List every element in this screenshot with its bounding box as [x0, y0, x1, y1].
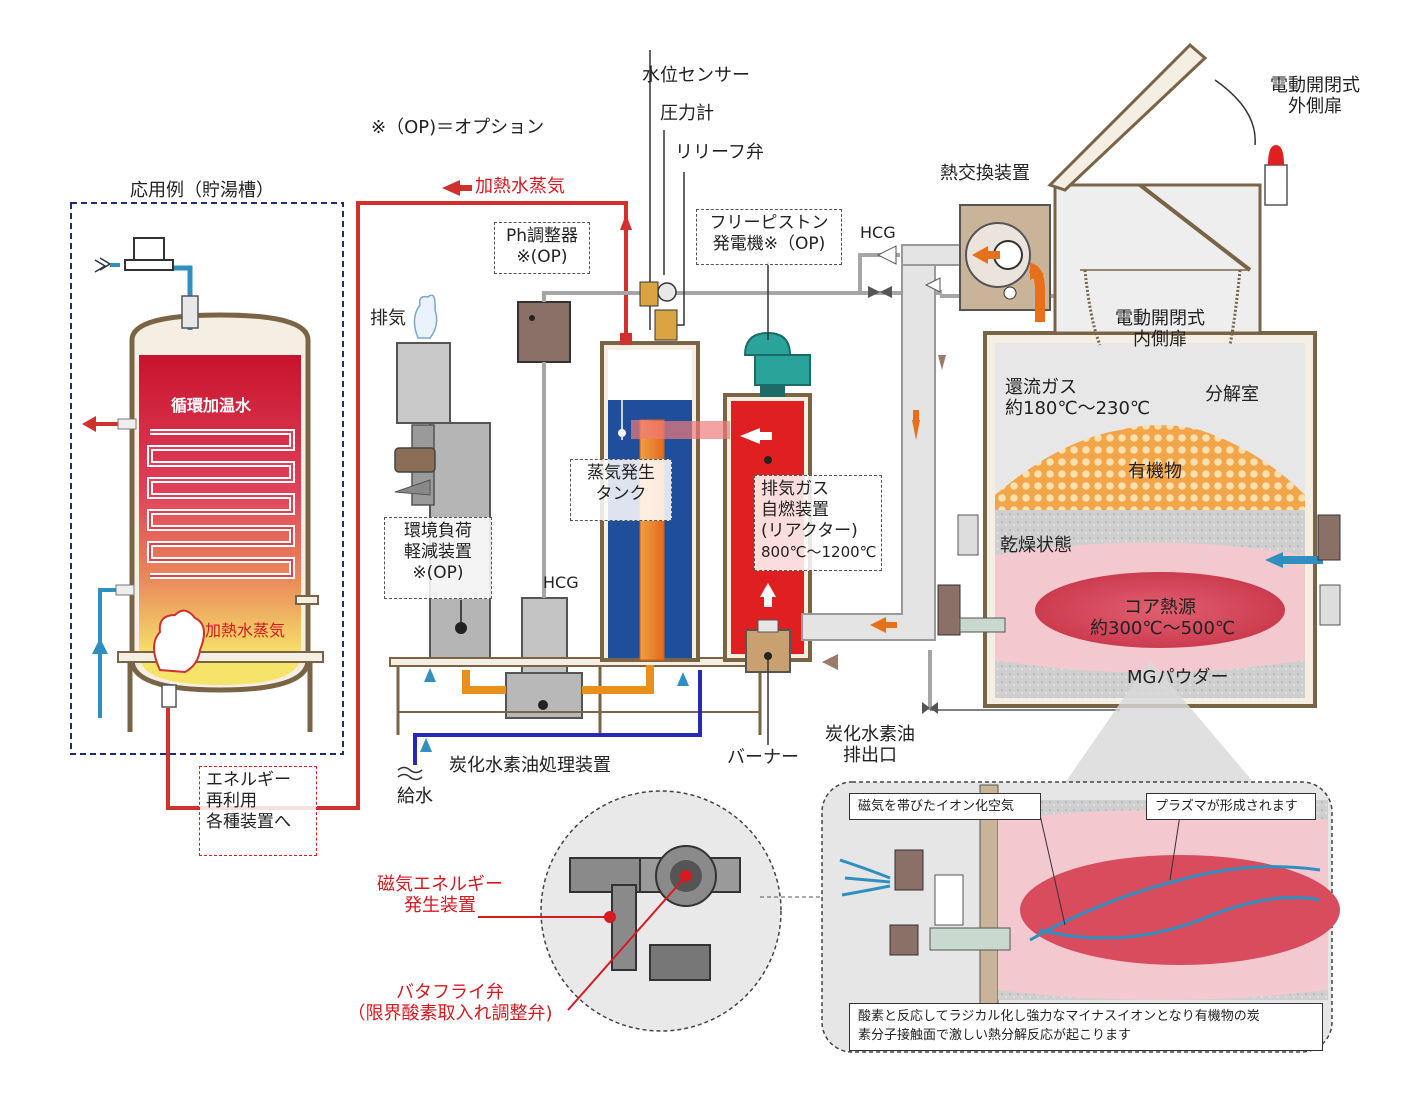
- outer-door-label: 電動開閉式 外側扉: [1250, 75, 1380, 117]
- reactor-line1: 排気ガス: [761, 479, 829, 499]
- water-supply-label: 給水: [397, 786, 433, 807]
- steam-cloud: [153, 609, 205, 674]
- reaction-line1: 酸素と反応してラジカル化し強力なマイナスイオンとなり有機物の炭: [858, 1009, 1260, 1024]
- reactor-line3: (リアクター): [761, 521, 858, 541]
- water-level-sensor-label: 水位センサー: [642, 65, 750, 86]
- butterfly-valve-line2: （限界酸素取入れ調整弁): [347, 1003, 553, 1024]
- steam-tank-box: 蒸気発生 タンク: [570, 459, 672, 521]
- organic-matter: [995, 425, 1305, 510]
- return-gas-line1: 還流ガス: [1005, 377, 1077, 398]
- oil-processor: [505, 672, 583, 719]
- oil-outlet-line2: 排出口: [843, 745, 897, 766]
- env-device-line2: 軽減装置: [404, 542, 472, 562]
- ionized-air-callout: 磁気を帯びたイオン化空気: [849, 793, 1041, 820]
- free-piston-line2: 発電機※（OP): [712, 234, 826, 254]
- inner-door-line1: 電動開閉式: [1115, 308, 1205, 329]
- reaction-line2: 素分子接触面で激しい熱分解反応が起こります: [858, 1028, 1132, 1043]
- outer-door-line2: 外側扉: [1288, 96, 1342, 117]
- decomposition-chamber-label: 分解室: [1205, 384, 1259, 405]
- reactor-line4: 800℃～1200℃: [761, 543, 877, 561]
- tank-title: 応用例（貯湯槽）: [130, 180, 274, 201]
- hcg-left-label: HCG: [543, 573, 579, 592]
- heat-exchanger-label: 熱交換装置: [940, 163, 1030, 184]
- exhaust-label: 排気: [370, 308, 406, 329]
- oil-processor-label: 炭化水素油処理装置: [449, 755, 611, 776]
- oil-outlet-line1: 炭化水素油: [825, 724, 915, 745]
- circulating-water-label: 循環加温水: [171, 396, 252, 415]
- return-gas-label: 還流ガス 約180℃～230℃: [1005, 377, 1150, 419]
- inner-door-line2: 内側扉: [1133, 329, 1187, 350]
- free-piston-line1: フリーピストン: [709, 213, 829, 233]
- inner-door-label: 電動開閉式 内側扉: [1100, 308, 1220, 350]
- tank-contents: [139, 355, 301, 655]
- core-heat-line1: コア熱源: [1124, 597, 1196, 618]
- return-gas-line2: 約180℃～230℃: [1005, 398, 1151, 419]
- energy-box-line1: エネルギー: [206, 770, 291, 790]
- core-heat-label: コア熱源 約300℃～500℃: [1090, 597, 1236, 639]
- oil-outlet-label: 炭化水素油 排出口: [815, 724, 925, 766]
- energy-box-line3: 各種装置へ: [206, 812, 291, 832]
- env-device-box: 環境負荷 軽減装置 ※(OP): [384, 517, 492, 599]
- reaction-callout: 酸素と反応してラジカル化し強力なマイナスイオンとなり有機物の炭 素分子接触面で激…: [849, 1003, 1323, 1051]
- free-piston-box: フリーピストン 発電機※（OP): [696, 209, 842, 265]
- energy-box-line2: 再利用: [206, 791, 257, 811]
- valve-detail: [540, 790, 782, 1032]
- mg-powder-label: MGパウダー: [1127, 667, 1229, 688]
- option-note: ※（OP)＝オプション: [371, 117, 545, 138]
- tank-frame: [70, 202, 344, 755]
- energy-reuse-box: エネルギー 再利用 各種装置へ: [199, 766, 317, 856]
- magnetic-device-line2: 発生装置: [404, 895, 476, 916]
- reactor-line2: 自燃装置: [761, 500, 829, 520]
- dry-state-label: 乾燥状態: [1000, 535, 1072, 556]
- burner-label: バーナー: [727, 747, 799, 768]
- relief-valve-label: リリーフ弁: [675, 142, 764, 163]
- ph-adjuster-line1: Ph調整器: [505, 226, 579, 246]
- env-device-line1: 環境負荷: [404, 521, 472, 541]
- magnetic-device-label: 磁気エネルギー 発生装置: [370, 874, 510, 916]
- heated-steam-label: 加熱水蒸気: [475, 176, 565, 197]
- outer-door-line1: 電動開閉式: [1270, 75, 1360, 96]
- tank-steam-label: 加熱水蒸気: [205, 621, 286, 640]
- butterfly-valve-label: バタフライ弁 （限界酸素取入れ調整弁): [320, 982, 580, 1024]
- core-heat-source: [1035, 572, 1285, 648]
- reactor-box: 排気ガス 自燃装置 (リアクター) 800℃～1200℃: [754, 475, 882, 571]
- magnetic-device-line1: 磁気エネルギー: [377, 874, 503, 895]
- hcg-top-label: HCG: [860, 223, 896, 242]
- butterfly-valve-line1: バタフライ弁: [396, 982, 504, 1003]
- ph-adjuster-line2: ※(OP): [516, 247, 568, 267]
- ph-adjuster-box: Ph調整器 ※(OP): [494, 222, 590, 274]
- core-heat-line2: 約300℃～500℃: [1090, 618, 1236, 639]
- organic-matter-label: 有機物: [1128, 461, 1182, 482]
- plasma-callout: プラズマが形成されます: [1146, 793, 1316, 820]
- steam-tank-line2: タンク: [595, 484, 647, 504]
- steam-tank-line1: 蒸気発生: [587, 463, 655, 483]
- ph-adjuster: [517, 301, 571, 363]
- env-device-line3: ※(OP): [412, 563, 464, 583]
- pressure-gauge-label: 圧力計: [660, 103, 714, 124]
